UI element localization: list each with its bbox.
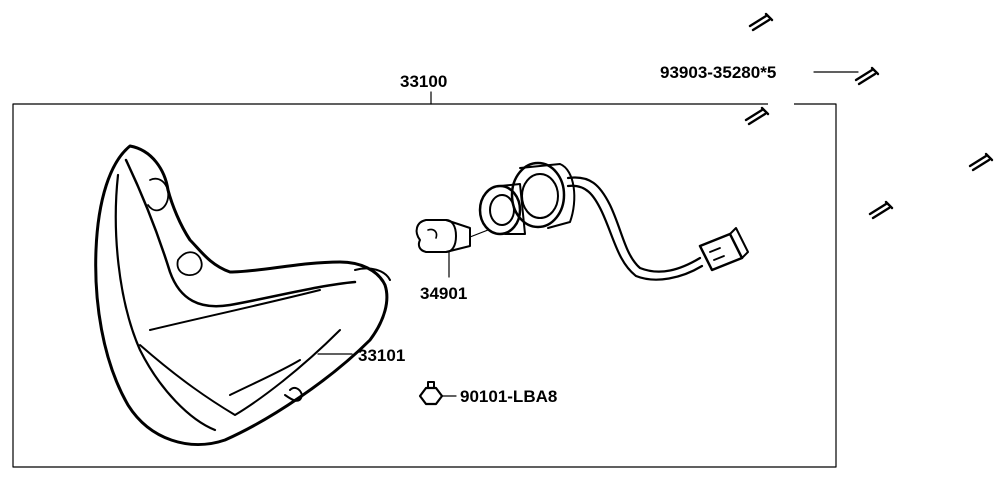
socket-icon (478, 161, 576, 236)
headlight-housing-icon (94, 144, 391, 446)
label-assembly: 33100 (400, 72, 447, 91)
assembly-frame (12, 103, 837, 468)
label-bulb: 34901 (420, 284, 467, 303)
label-lens: 33101 (358, 346, 405, 365)
nut-icon (418, 381, 444, 406)
label-nut: 90101-LBA8 (460, 387, 557, 406)
connector-icon (698, 227, 749, 272)
screw-icon (744, 12, 994, 220)
wire-harness (566, 176, 704, 281)
label-screws: 93903-35280*5 (660, 63, 776, 82)
bulb-icon (415, 219, 489, 253)
